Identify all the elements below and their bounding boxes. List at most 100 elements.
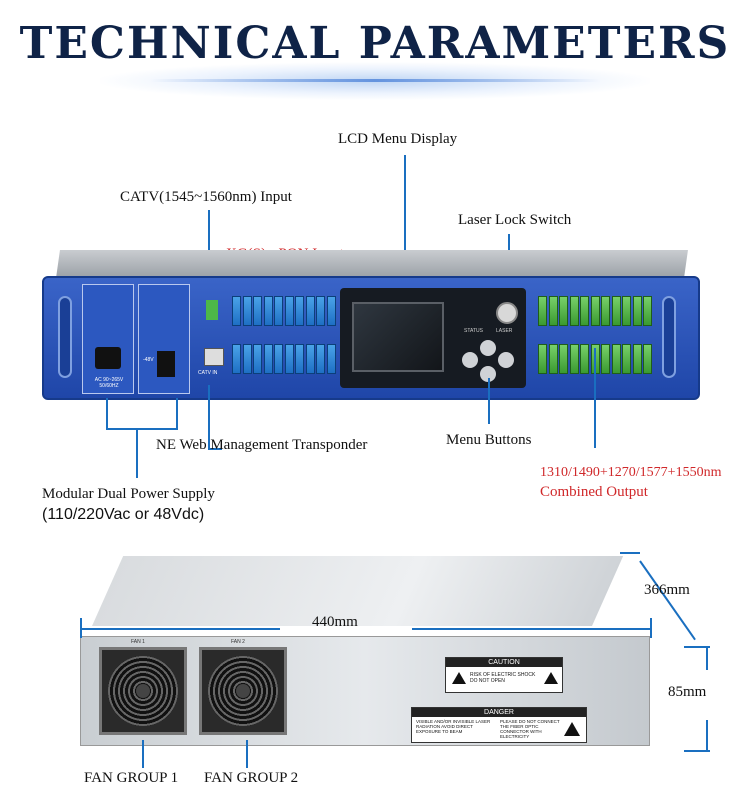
- fan-group-1-label: FAN GROUP 1: [84, 770, 179, 786]
- caution-warning-icon: [452, 672, 466, 684]
- fan-1-icon: [99, 647, 187, 735]
- fiber-port: [611, 296, 621, 326]
- fiber-port: [622, 344, 631, 374]
- fiber-port: [242, 344, 252, 374]
- fiber-port: [295, 344, 304, 374]
- fiber-port: [632, 344, 642, 374]
- fiber-port: [538, 296, 547, 326]
- fan-group-2-label: FAN GROUP 2: [204, 770, 299, 786]
- fiber-port: [232, 344, 241, 374]
- dc-terminal: [157, 351, 175, 377]
- fiber-port: [295, 296, 304, 326]
- power-callout-right: [176, 398, 178, 428]
- ac-spec-text: AC 90~265V 50/60HZ: [94, 377, 124, 389]
- title-glow-line: [150, 79, 600, 82]
- lcd-screen: [352, 302, 444, 372]
- menu-right-button[interactable]: [498, 352, 514, 368]
- danger-left-text: VISIBLE AND/OR INVISIBLE LASER RADIATION…: [416, 719, 491, 734]
- fiber-port: [601, 296, 610, 326]
- fiber-port: [305, 344, 315, 374]
- ac-inlet: [95, 347, 121, 369]
- fiber-port: [632, 296, 642, 326]
- danger-header: DANGER: [412, 708, 586, 717]
- menu-left-button[interactable]: [462, 352, 478, 368]
- menu-up-button[interactable]: [480, 340, 496, 356]
- caution-text: RISK OF ELECTRIC SHOCK DO NOT OPEN: [470, 672, 536, 684]
- fiber-port: [253, 296, 262, 326]
- fiber-port: [590, 296, 600, 326]
- catv-in-text: CATV IN: [198, 370, 218, 376]
- fiber-port: [559, 344, 568, 374]
- combined-output-label: Combined Output: [540, 484, 648, 500]
- fiber-port: [263, 296, 273, 326]
- fiber-port: [569, 296, 579, 326]
- width-dimension-line-left: [80, 628, 280, 630]
- fiber-port: [548, 344, 558, 374]
- fiber-port: [569, 344, 579, 374]
- height-dimension-tick-top: [684, 646, 710, 648]
- fiber-port: [326, 296, 336, 326]
- caution-header: CAUTION: [446, 658, 562, 667]
- output-port-array: [534, 288, 656, 388]
- power-spec-label: (110/220Vac or 48Vdc): [42, 506, 205, 523]
- device-front-panel: AC 90~265V 50/60HZ -48V CATV IN STATUS L…: [42, 276, 700, 400]
- fiber-port: [253, 344, 262, 374]
- power-callout-bar: [106, 428, 178, 430]
- fiber-port: [232, 296, 241, 326]
- width-label: 440mm: [312, 614, 358, 630]
- lcd-laser-text: LASER: [496, 328, 513, 334]
- height-dimension-line-bottom: [706, 720, 708, 750]
- fiber-port: [263, 344, 273, 374]
- width-dimension-tick-left: [80, 618, 82, 638]
- device-top-cover: [56, 250, 688, 278]
- height-label: 85mm: [668, 684, 707, 700]
- fiber-port: [643, 344, 652, 374]
- fiber-port: [316, 344, 325, 374]
- fiber-port: [326, 344, 336, 374]
- laser-lock-button[interactable]: [496, 302, 518, 324]
- fiber-port: [284, 296, 294, 326]
- danger-label: DANGER VISIBLE AND/OR INVISIBLE LASER RA…: [411, 707, 587, 743]
- fiber-port: [242, 296, 252, 326]
- ne-web-label: NE Web Management Transponder: [156, 437, 368, 453]
- height-dimension-tick-bottom: [684, 750, 710, 752]
- rear-panel: FAN 1 FAN 2 CAUTION RISK OF ELECTRIC SHO…: [80, 636, 650, 746]
- menu-buttons-callout-line: [488, 378, 490, 424]
- power-supply-label: Modular Dual Power Supply: [42, 486, 215, 502]
- laser-warning-icon: [564, 722, 580, 736]
- catv-input-label: CATV(1545~1560nm) Input: [120, 189, 292, 205]
- height-dimension-line-top: [706, 646, 708, 670]
- width-dimension-line-right: [412, 628, 650, 630]
- catv-port: [206, 300, 218, 320]
- left-handle: [58, 296, 72, 378]
- width-dimension-tick-right: [650, 618, 652, 638]
- fiber-port: [643, 296, 652, 326]
- power-module-ac: AC 90~265V 50/60HZ: [82, 284, 134, 394]
- fan-2-icon: [199, 647, 287, 735]
- power-module-dc: -48V: [138, 284, 190, 394]
- fiber-port: [548, 296, 558, 326]
- output-callout-line: [594, 348, 596, 448]
- fan-1-text: FAN 1: [131, 639, 145, 645]
- power-callout-stem: [136, 428, 138, 478]
- rj45-port: [204, 348, 224, 366]
- danger-right-text: PLEASE DO NOT CONNECT THE FIBER OPTIC CO…: [500, 719, 560, 739]
- lcd-bezel: STATUS LASER: [340, 288, 526, 388]
- menu-button-group: [458, 340, 520, 384]
- fiber-port: [559, 296, 568, 326]
- depth-dimension-tick: [620, 552, 640, 554]
- fiber-port: [580, 344, 589, 374]
- fiber-port: [274, 296, 283, 326]
- combined-wavelength-label: 1310/1490+1270/1577+1550nm: [540, 465, 722, 480]
- fiber-port: [284, 344, 294, 374]
- menu-down-button[interactable]: [480, 366, 496, 382]
- menu-buttons-label: Menu Buttons: [446, 432, 532, 448]
- fan-2-text: FAN 2: [231, 639, 245, 645]
- caution-warning-icon-2: [544, 672, 558, 684]
- lcd-menu-display-label: LCD Menu Display: [338, 131, 458, 147]
- caution-label: CAUTION RISK OF ELECTRIC SHOCK DO NOT OP…: [445, 657, 563, 693]
- depth-label: 366mm: [644, 582, 690, 598]
- lcd-callout-line: [404, 155, 406, 295]
- fan-1-callout-line: [142, 740, 144, 768]
- fiber-port: [316, 296, 325, 326]
